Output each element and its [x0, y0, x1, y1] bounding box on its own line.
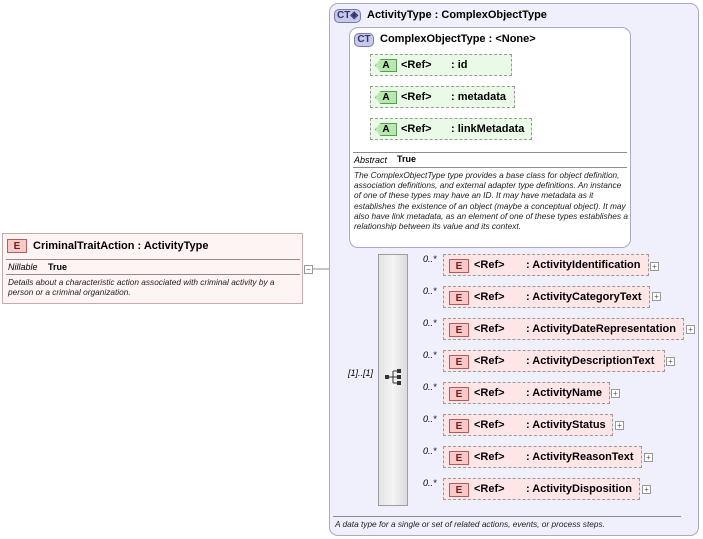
- element-occurrence: 0..*: [423, 254, 437, 264]
- root-element-box[interactable]: E CriminalTraitAction : ActivityType Nil…: [2, 233, 303, 304]
- element-name: : ActivityReasonText: [526, 451, 634, 463]
- divider: [6, 259, 300, 260]
- element-name: : ActivityCategoryText: [526, 291, 642, 303]
- element-activity-description-text[interactable]: E <Ref> : ActivityDescriptionText: [443, 350, 665, 372]
- activity-type-title: ActivityType : ComplexObjectType: [367, 9, 547, 21]
- element-occurrence: 0..*: [423, 446, 437, 456]
- element-ref: <Ref>: [474, 355, 505, 367]
- complex-object-type-title: ComplexObjectType : <None>: [380, 33, 536, 45]
- expand-toggle[interactable]: +: [686, 325, 695, 334]
- complex-object-type-doc: The ComplexObjectType type provides a ba…: [354, 170, 628, 232]
- element-activity-reason-text[interactable]: E <Ref> : ActivityReasonText: [443, 446, 642, 468]
- element-badge-icon: E: [449, 259, 469, 273]
- element-ref: <Ref>: [474, 451, 505, 463]
- expand-toggle[interactable]: +: [615, 421, 624, 430]
- attribute-badge-icon: A: [375, 59, 397, 72]
- element-occurrence: 0..*: [423, 286, 437, 296]
- expand-toggle[interactable]: +: [642, 485, 651, 494]
- nillable-value: True: [48, 262, 68, 272]
- element-ref: <Ref>: [474, 259, 505, 271]
- sequence-occurrence: [1]..[1]: [348, 368, 374, 378]
- expand-toggle[interactable]: +: [652, 292, 661, 301]
- element-occurrence: 0..*: [423, 478, 437, 488]
- collapse-toggle[interactable]: −: [304, 265, 313, 274]
- root-element-doc: Details about a characteristic action as…: [8, 277, 275, 298]
- expand-toggle[interactable]: +: [611, 389, 620, 398]
- element-occurrence: 0..*: [423, 382, 437, 392]
- attribute-ref: <Ref>: [401, 59, 432, 71]
- element-activity-date-representation[interactable]: E <Ref> : ActivityDateRepresentation: [443, 318, 684, 340]
- root-element-name: CriminalTraitAction : ActivityType: [33, 240, 209, 252]
- nillable-label: Nillable: [8, 262, 38, 272]
- attribute-name: : id: [451, 59, 468, 71]
- element-badge-icon: E: [449, 419, 469, 433]
- expand-toggle[interactable]: +: [650, 262, 659, 271]
- element-name: : ActivityDescriptionText: [526, 355, 655, 367]
- element-badge-icon: E: [449, 291, 469, 305]
- element-badge-icon: E: [449, 387, 469, 401]
- expand-toggle[interactable]: +: [644, 453, 653, 462]
- complex-type-badge-icon: CT◈: [334, 9, 361, 23]
- element-activity-name[interactable]: E <Ref> : ActivityName: [443, 382, 610, 404]
- element-badge-icon: E: [449, 451, 469, 465]
- element-ref: <Ref>: [474, 387, 505, 399]
- attribute-ref: <Ref>: [401, 123, 432, 135]
- attribute-name: : metadata: [451, 91, 507, 103]
- abstract-label: Abstract: [354, 155, 388, 165]
- element-ref: <Ref>: [474, 323, 505, 335]
- element-badge-icon: E: [449, 483, 469, 497]
- attribute-link-metadata[interactable]: A <Ref> : linkMetadata: [370, 118, 532, 140]
- activity-type-doc: A data type for a single or set of relat…: [335, 519, 605, 529]
- element-badge-icon: E: [7, 239, 27, 253]
- divider: [353, 152, 627, 153]
- attribute-badge-icon: A: [375, 91, 397, 104]
- divider: [6, 274, 300, 275]
- attribute-id[interactable]: A <Ref> : id: [370, 54, 512, 76]
- element-name: : ActivityDisposition: [526, 483, 632, 495]
- element-ref: <Ref>: [474, 419, 505, 431]
- sequence-icon: [385, 369, 401, 385]
- element-name: : ActivityName: [526, 387, 603, 399]
- element-name: : ActivityDateRepresentation: [526, 323, 676, 335]
- element-name: : ActivityIdentification: [526, 259, 641, 271]
- element-activity-status[interactable]: E <Ref> : ActivityStatus: [443, 414, 613, 436]
- attribute-ref: <Ref>: [401, 91, 432, 103]
- divider: [353, 167, 627, 168]
- element-occurrence: 0..*: [423, 318, 437, 328]
- element-name: : ActivityStatus: [526, 419, 606, 431]
- attribute-badge-icon: A: [375, 123, 397, 136]
- element-ref: <Ref>: [474, 483, 505, 495]
- expand-toggle[interactable]: +: [666, 357, 675, 366]
- complex-type-badge-icon: CT: [354, 33, 374, 47]
- element-activity-identification[interactable]: E <Ref> : ActivityIdentification: [443, 254, 649, 276]
- element-occurrence: 0..*: [423, 350, 437, 360]
- abstract-value: True: [397, 154, 417, 164]
- element-badge-icon: E: [449, 355, 469, 369]
- element-badge-icon: E: [449, 323, 469, 337]
- attribute-metadata[interactable]: A <Ref> : metadata: [370, 86, 515, 108]
- divider: [333, 516, 681, 517]
- element-ref: <Ref>: [474, 291, 505, 303]
- element-occurrence: 0..*: [423, 414, 437, 424]
- element-activity-category-text[interactable]: E <Ref> : ActivityCategoryText: [443, 286, 650, 308]
- attribute-name: : linkMetadata: [451, 123, 525, 135]
- element-activity-disposition[interactable]: E <Ref> : ActivityDisposition: [443, 478, 640, 500]
